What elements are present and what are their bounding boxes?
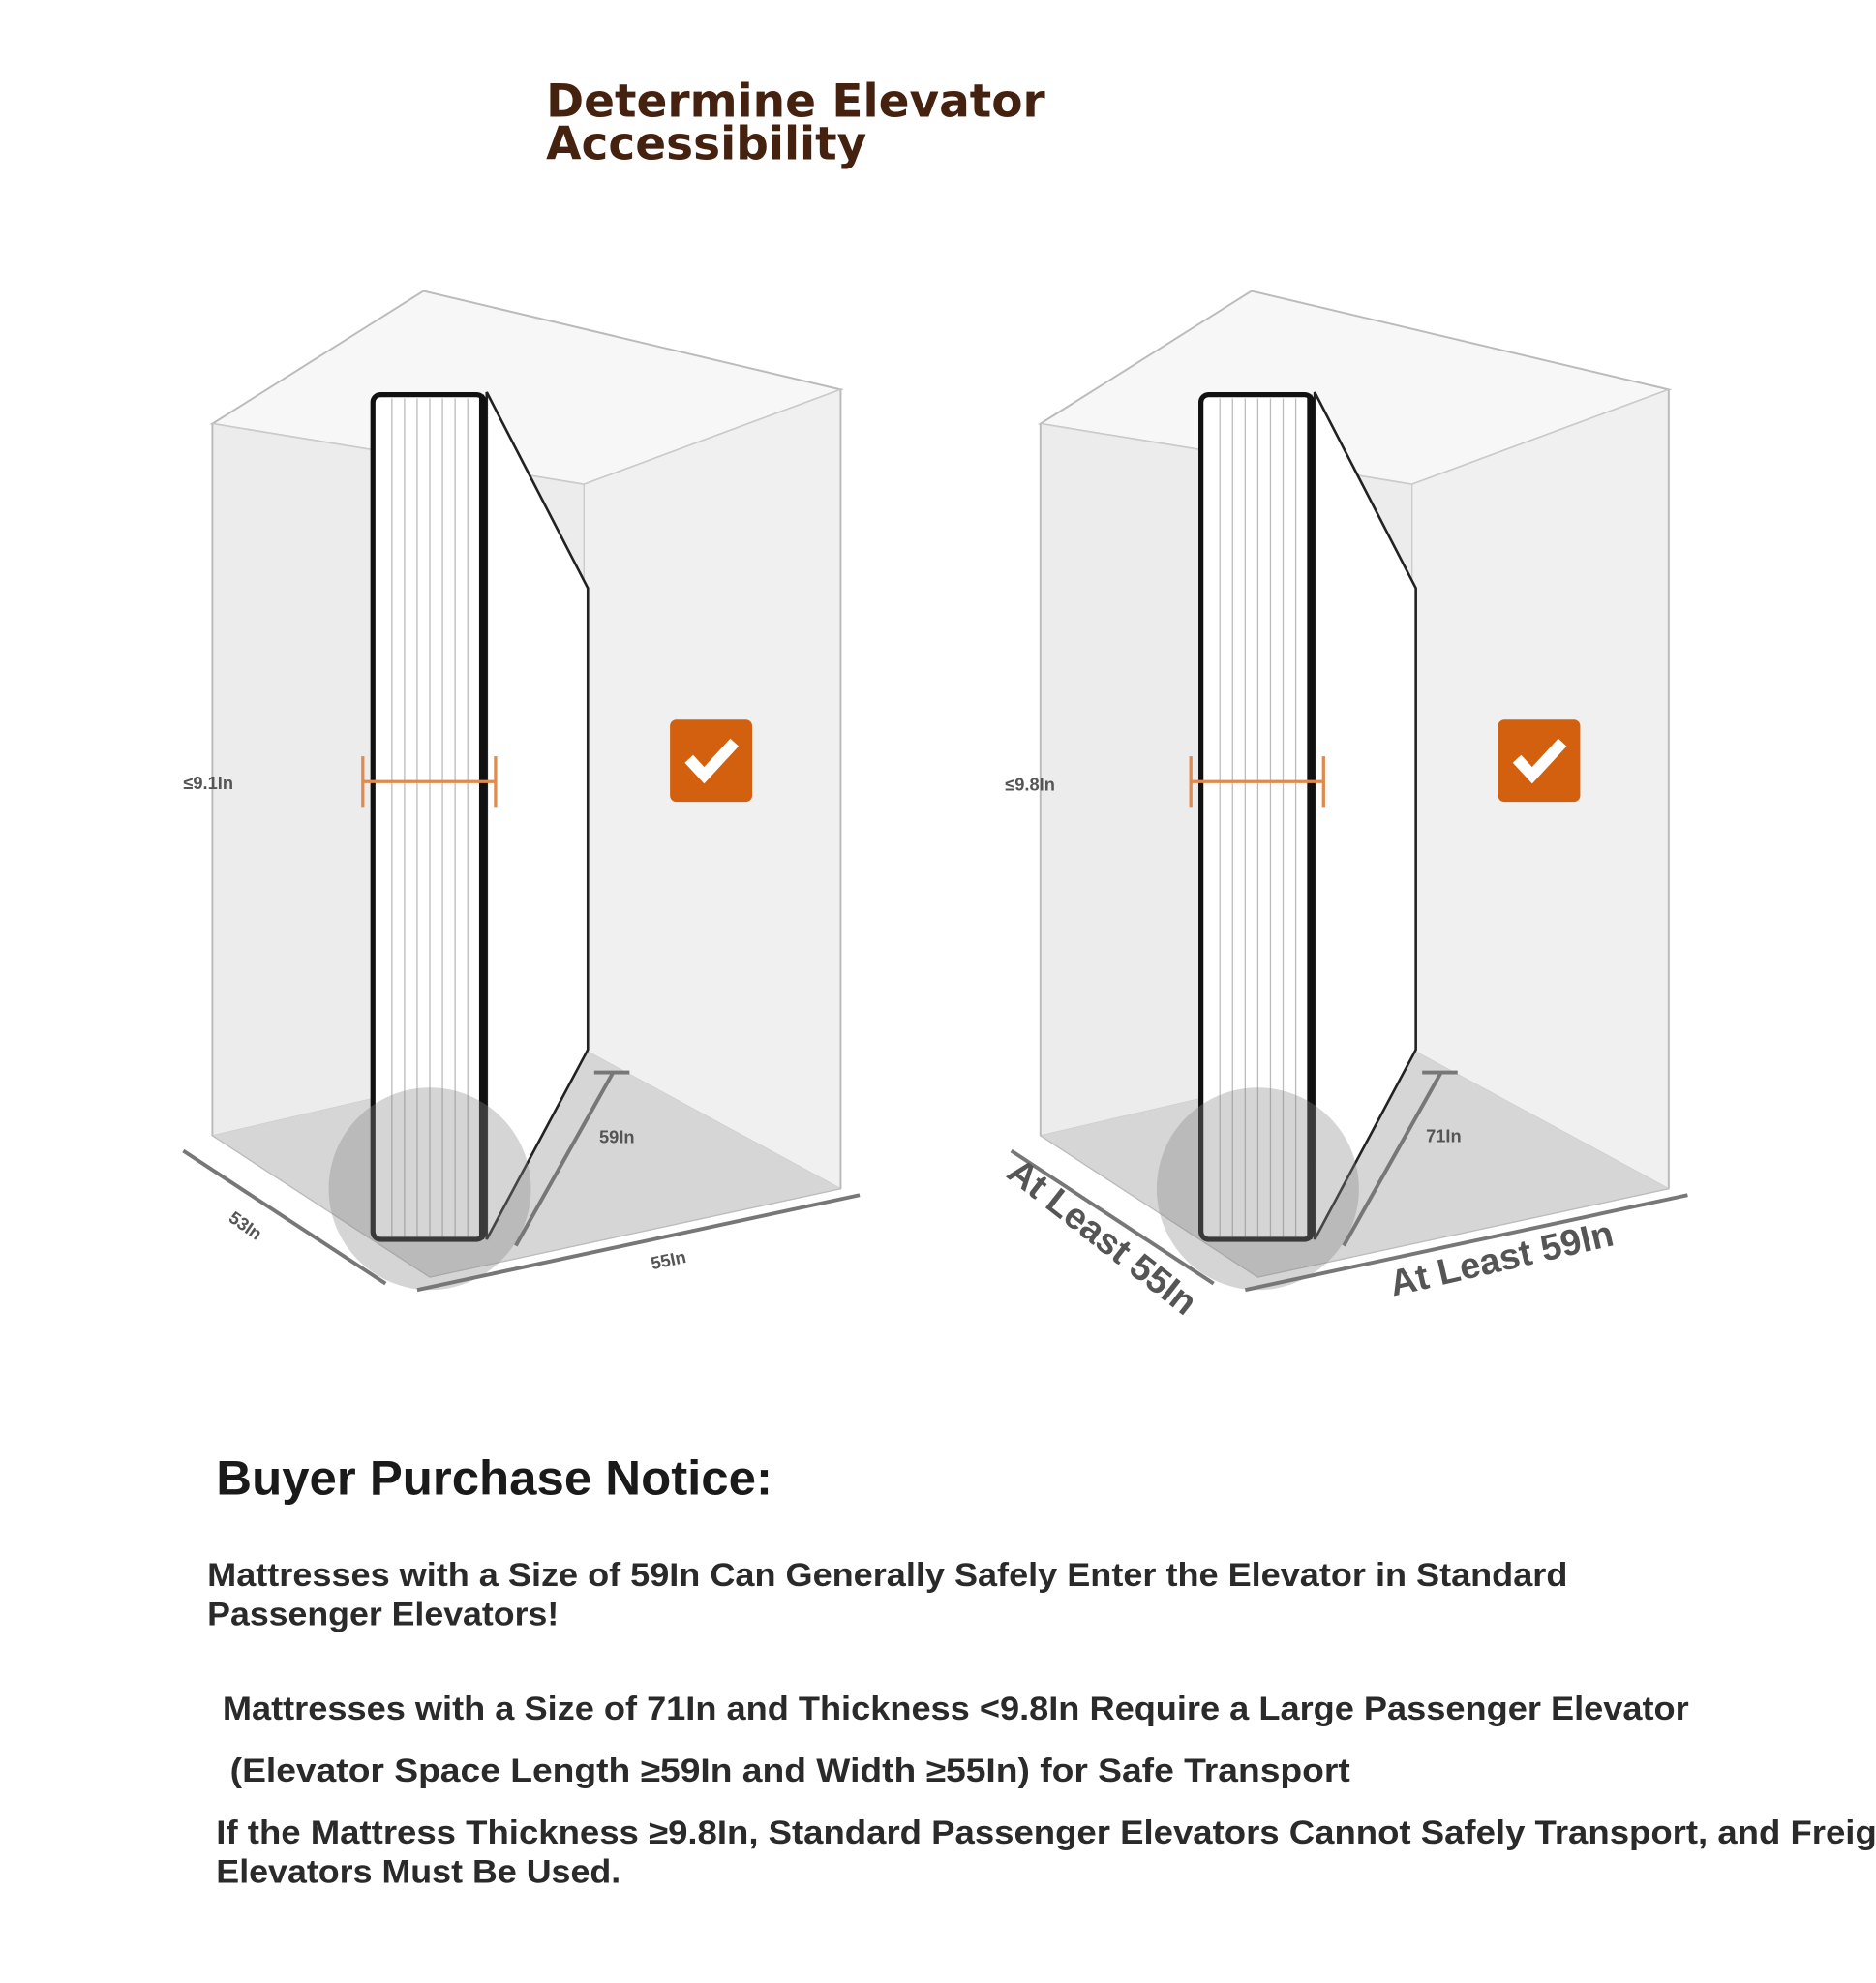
thickness-label: ≤9.1In <box>183 773 233 793</box>
notice-p1-line2: Passenger Elevators! <box>207 1596 559 1632</box>
notice-heading: Buyer Purchase Notice: <box>216 1451 772 1506</box>
notice-p2-line2: (Elevator Space Length ≥59In and Width ≥… <box>230 1753 1350 1789</box>
width-label: 55In <box>649 1246 687 1273</box>
notice-p1-line1: Mattresses with a Size of 59In Can Gener… <box>207 1557 1567 1594</box>
title-line-2: Accessibility <box>546 118 866 171</box>
diagram-large-elevator: ≤9.8In 71In At Least 55In At Least 59In <box>1000 291 1688 1324</box>
buyer-notice: Buyer Purchase Notice: Mattresses with a… <box>207 1451 1876 1891</box>
notice-p3-line2: Elevators Must Be Used. <box>216 1854 620 1891</box>
diagram-standard-elevator: ≤9.1In 59In 53In 55In <box>183 291 860 1291</box>
length-label: 59In <box>599 1127 635 1147</box>
title-line-1: Determine Elevator <box>546 75 1045 128</box>
depth-label: 53In <box>226 1206 266 1243</box>
notice-p2-line1: Mattresses with a Size of 71In and Thick… <box>223 1691 1689 1727</box>
length-label: 71In <box>1426 1125 1462 1145</box>
notice-p3-line1: If the Mattress Thickness ≥9.8In, Standa… <box>216 1815 1876 1851</box>
thickness-label: ≤9.8In <box>1005 774 1055 794</box>
